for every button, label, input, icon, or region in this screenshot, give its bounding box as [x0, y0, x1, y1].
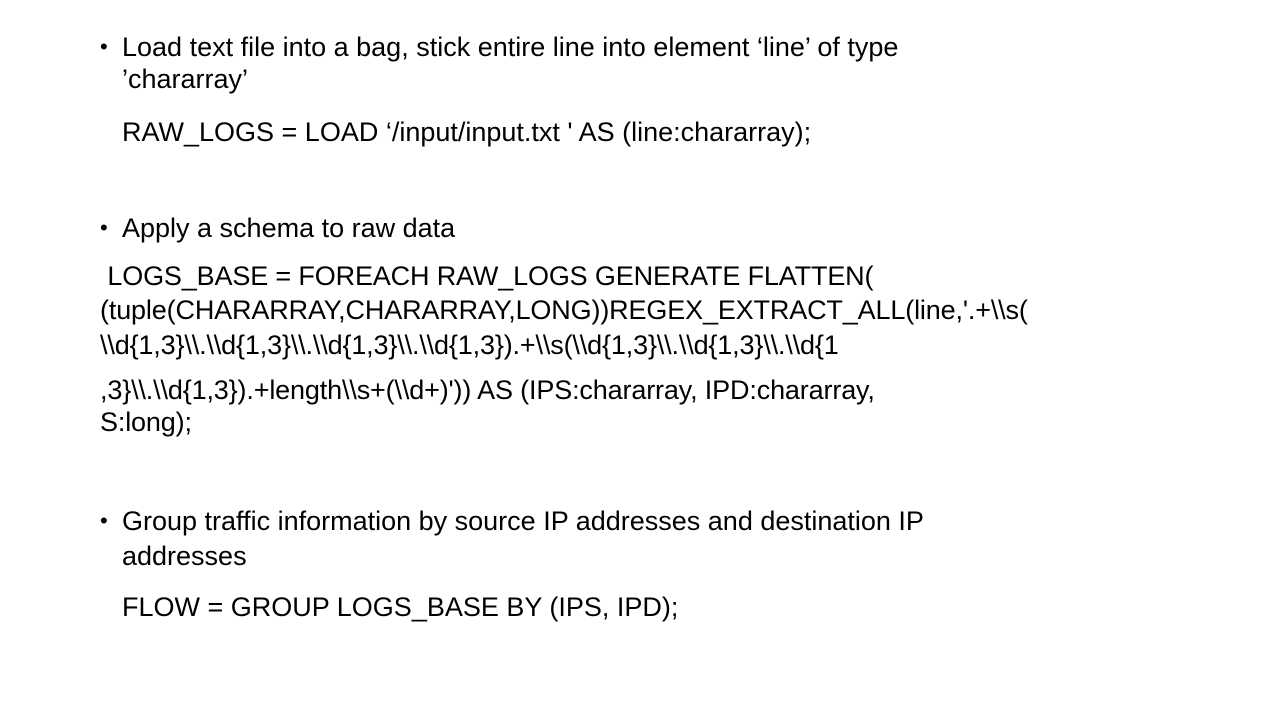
bullet-2-code-line-3: \\d{1,3}\\.\\d{1,3}\\.\\d{1,3}\\.\\d{1,3…: [100, 330, 839, 360]
bullet-marker: •: [100, 215, 108, 240]
bullet-1-text-line-2: ’chararray’: [122, 64, 249, 94]
bullet-1-code-line-1: RAW_LOGS = LOAD ‘/input/input.txt ' AS (…: [122, 117, 812, 147]
bullet-2-code-line-5: S:long);: [100, 407, 192, 437]
bullet-1-text-line-1: Load text file into a bag, stick entire …: [122, 32, 899, 62]
bullet-3-code-line-1: FLOW = GROUP LOGS_BASE BY (IPS, IPD);: [122, 592, 679, 622]
bullet-2-text-line-1: Apply a schema to raw data: [122, 213, 456, 243]
bullet-2-code-line-2: (tuple(CHARARRAY,CHARARRAY,LONG))REGEX_E…: [100, 295, 1028, 325]
bullet-3-text-line-2: addresses: [122, 541, 247, 571]
bullet-2-code-line-1: LOGS_BASE = FOREACH RAW_LOGS GENERATE FL…: [100, 261, 874, 291]
bullet-marker: •: [100, 508, 108, 533]
bullet-3-text-line-1: Group traffic information by source IP a…: [122, 506, 924, 536]
bullet-2-code-line-4: ,3}\\.\\d{1,3}).+length\\s+(\\d+)')) AS …: [100, 375, 875, 405]
bullet-marker: •: [100, 34, 108, 59]
